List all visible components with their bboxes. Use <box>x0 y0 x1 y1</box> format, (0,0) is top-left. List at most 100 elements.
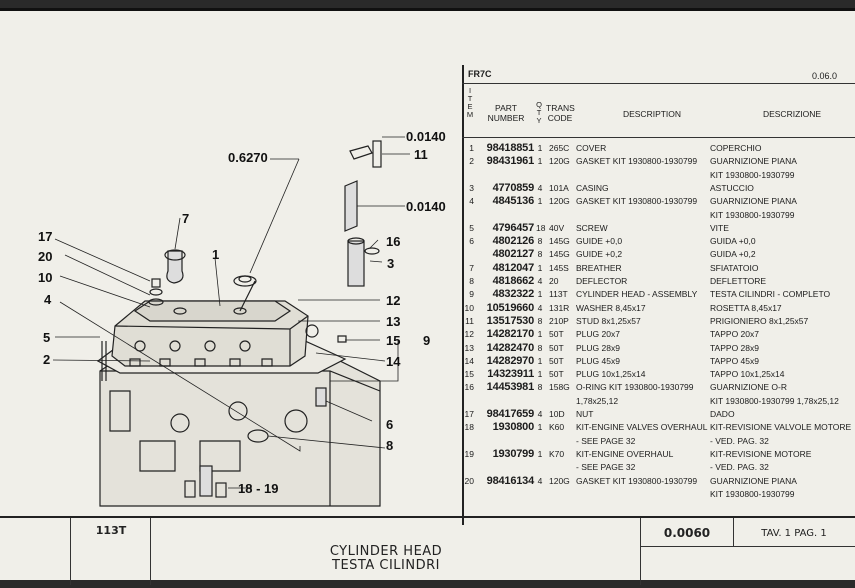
callout-14: 14 <box>386 354 401 369</box>
cell-trans: 145G <box>549 249 570 260</box>
cell-descr: DADO <box>710 409 735 419</box>
cell-qty: 4 <box>537 475 543 486</box>
ref-code: 0.0060 <box>663 526 711 540</box>
cell-qty: 4 <box>537 182 543 193</box>
cell-qty: 8 <box>537 382 543 393</box>
cell-descr: TAPPO 20x7 <box>710 329 759 340</box>
reference-cell: 0.0060 TAV. 1 PAG. 1 <box>640 518 855 585</box>
callout-11: 11 <box>414 147 428 162</box>
header-rule-bottom <box>462 137 855 138</box>
callout-0-0140-mid: 0.0140 <box>406 199 446 214</box>
cell-part: 4812047 <box>492 261 535 274</box>
header-trans-code: TRANS CODE <box>546 103 575 123</box>
cell-item: 13 <box>464 342 474 353</box>
cell-desc: - SEE PAGE 32 <box>576 462 636 473</box>
callout-20: 20 <box>38 249 52 264</box>
cell-item: 9 <box>469 289 474 300</box>
cell-item: 3 <box>469 182 474 193</box>
cell-part: 14282470 <box>486 341 535 354</box>
cell-descr: GUARNIZIONE PIANA <box>710 475 797 486</box>
cell-descr: GUARNIZIONE O-R <box>710 382 787 393</box>
cell-desc: 1,78x25,12 <box>576 395 619 406</box>
cell-desc: GUIDE +0,2 <box>576 249 623 260</box>
cell-qty: 1 <box>537 355 543 366</box>
cell-qty: 4 <box>537 302 543 313</box>
callout-6: 6 <box>386 417 393 432</box>
cell-desc: NUT <box>576 409 594 419</box>
cell-descr: TESTA CILINDRI - COMPLETO <box>710 289 831 300</box>
column-divider <box>462 65 464 525</box>
cell-qty: 1 <box>537 156 543 167</box>
header-rule-top <box>462 83 855 84</box>
cell-descr: COPERCHIO <box>710 143 762 153</box>
cell-trans: 101A <box>549 182 569 193</box>
table-row: KIT 1930800-1930799 <box>462 170 855 182</box>
cell-descr: GUARNIZIONE PIANA <box>710 156 797 167</box>
cell-item: 6 <box>469 236 474 247</box>
callout-8: 8 <box>386 438 393 453</box>
cell-part: 10519660 <box>486 301 535 314</box>
callout-15: 15 <box>386 333 400 348</box>
cell-qty: 18 <box>536 222 546 233</box>
parts-list: FR7C 0.06.0 I T E M PART NUMBER Q T Y TR… <box>462 65 855 525</box>
cell-trans: K60 <box>549 422 565 433</box>
cell-desc: - SEE PAGE 32 <box>576 435 636 446</box>
cell-desc: DEFLECTOR <box>576 276 628 286</box>
cell-part: 1930800 <box>492 421 535 434</box>
cell-desc: STUD 8x1,25x57 <box>576 315 641 326</box>
cell-part: 13517530 <box>486 314 535 327</box>
cell-desc: GASKET KIT 1930800-1930799 <box>576 475 698 486</box>
cell-desc: GUIDE +0,0 <box>576 236 623 247</box>
callout-13: 13 <box>386 314 400 329</box>
cell-trans: 120G <box>549 156 570 167</box>
cell-desc: PLUG 28x9 <box>576 342 620 353</box>
cell-trans: 120G <box>549 196 570 207</box>
cell-qty: 4 <box>537 409 543 419</box>
cell-desc: PLUG 10x1,25x14 <box>576 369 646 380</box>
callout-5: 5 <box>43 330 50 345</box>
cell-desc: BREATHER <box>576 262 622 273</box>
cell-descr: SFIATATOIO <box>710 262 759 273</box>
cell-descr: - VED. PAG. 32 <box>710 435 769 446</box>
table-row: KIT 1930800-1930799 <box>462 210 855 222</box>
cell-descr: TAPPO 10x1,25x14 <box>710 369 785 380</box>
cell-trans: 113T <box>549 289 568 300</box>
cell-part: 14282970 <box>486 354 535 367</box>
cell-qty: 1 <box>537 422 543 433</box>
page-reference: 0.06.0 <box>811 71 837 81</box>
cell-qty: 1 <box>537 448 543 459</box>
group-cell: 113T <box>70 518 150 585</box>
cell-descr: KIT 1930800-1930799 1,78x25,12 <box>710 395 839 406</box>
cell-item: 10 <box>464 302 474 313</box>
cell-descr: KIT 1930800-1930799 <box>710 488 795 499</box>
cell-part: 98418851 <box>486 142 535 154</box>
cell-item: 20 <box>464 475 474 486</box>
cell-item: 16 <box>464 382 474 393</box>
callout-9: 9 <box>423 333 430 348</box>
title-italian: TESTA CILINDRI <box>332 558 440 573</box>
cell-item: 19 <box>464 448 474 459</box>
cell-descr: TAPPO 28x9 <box>710 342 759 353</box>
cell-descr: VITE <box>710 222 729 233</box>
cell-descr: TAPPO 45x9 <box>710 355 759 366</box>
cell-item: 15 <box>464 369 474 380</box>
cell-desc: CYLINDER HEAD - ASSEMBLY <box>576 289 698 300</box>
cell-descr: - VED. PAG. 32 <box>710 462 769 473</box>
cell-trans: 50T <box>549 329 564 340</box>
callout-1: 1 <box>212 247 219 262</box>
cell-descr: KIT 1930800-1930799 <box>710 169 795 180</box>
cell-item: 14 <box>464 355 474 366</box>
header-description: DESCRIPTION <box>622 109 682 119</box>
cell-descr: KIT-REVISIONE MOTORE <box>710 448 812 459</box>
catalog-sheet: 0.0140 11 0.6270 0.0140 7 17 16 20 1 3 1… <box>0 8 855 585</box>
cell-item: 8 <box>469 276 474 286</box>
cell-part: 4796457 <box>492 221 535 234</box>
